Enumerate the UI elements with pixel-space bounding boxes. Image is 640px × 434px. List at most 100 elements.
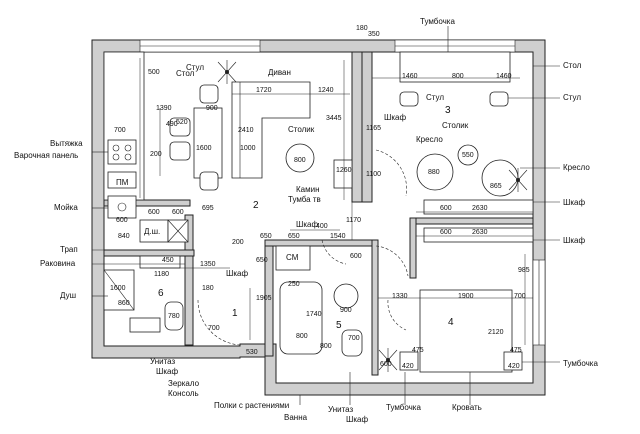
label: Кровать [452,403,482,412]
dim-text: 600 [440,205,452,212]
dim-text: 1600 [196,145,212,152]
dim-text: 1170 [346,217,361,224]
dim-text: 840 [118,233,130,240]
label: Диван [268,68,291,77]
dim-text: 695 [202,205,214,212]
wall-divider-2 [361,51,373,203]
label: Шкаф [226,269,248,278]
label: Зеркало [168,379,200,388]
wall-bed-2 [409,217,534,225]
dim-text: 1100 [366,171,381,178]
chair [489,91,509,107]
label: Камин [296,185,320,194]
dim-text: 350 [368,31,380,38]
nightstand [503,351,523,371]
dim-text: 420 [402,363,414,370]
nightstand [399,351,419,371]
dim-text: 180 [202,285,214,292]
dim-text: 2120 [488,329,504,336]
wall-kitchen [103,199,191,207]
label: Консоль [168,389,199,398]
dim-text: 1720 [256,87,272,94]
fireplace [333,159,353,189]
dim-text: 800 [320,343,332,350]
armchair [481,159,519,197]
label: Унитаз [150,357,176,366]
label: Тумбочка [386,403,421,412]
chair [169,141,191,161]
plant-icon [508,168,528,192]
dim-text: 2410 [238,127,254,134]
label: СМ [286,253,299,262]
label: Столик [442,121,469,130]
dim-text: 800 [296,333,308,340]
dim-text: 2630 [472,229,488,236]
label: Кресло [416,135,443,144]
wall-bed-1 [371,239,379,376]
label: Ванна [284,413,308,422]
dim-text: 600 [148,209,160,216]
dim-text: 2630 [472,205,488,212]
cooktop [107,139,137,165]
chair [199,171,219,191]
dim-text: 1350 [200,261,216,268]
dim-text: 550 [462,152,474,159]
dim-text: 700 [208,325,220,332]
room-number: 4 [448,317,454,328]
label: Стул [426,93,444,102]
label: Варочная панель [14,151,78,160]
desk [399,51,511,83]
toilet [164,301,184,331]
wall-bath-1 [184,214,194,346]
dim-text: 490 [166,121,178,128]
dim-text: 700 [348,335,360,342]
room-number: 5 [336,320,342,331]
label: Шкаф [384,113,406,122]
sofa [231,81,311,179]
plant-icon [217,60,237,84]
dim-text: 475 [412,347,424,354]
label: Стул [563,93,581,102]
dim-text: 180 [356,25,368,32]
label: Раковина [40,259,76,268]
label: Шкаф [563,198,585,207]
wall-bath-4 [264,245,274,357]
dim-text: 1460 [402,73,418,80]
label: Кресло [563,163,590,172]
label: Тумбочка [563,359,598,368]
dim-text: 3445 [326,115,342,122]
dim-text: 1390 [156,105,172,112]
dim-text: 1905 [256,295,272,302]
dim-text: 400 [316,223,328,230]
dim-text: 1600 [110,285,126,292]
dining-table [193,107,223,179]
dim-text: 860 [118,300,130,307]
label: Душ [60,291,76,300]
dim-text: 450 [162,257,174,264]
dim-text: 880 [428,169,440,176]
dim-text: 1180 [154,271,169,278]
room-number: 1 [232,308,238,319]
dim-text: 1330 [392,293,408,300]
wall-bath-2 [103,249,195,257]
bath-sink [139,255,181,269]
dim-text: 650 [256,257,268,264]
bathtub [279,281,323,355]
label: Шкаф [156,367,178,376]
label: Стол [563,61,582,70]
dim-text: 200 [150,151,162,158]
label: Шкаф [346,415,368,424]
washing-machine [275,245,311,271]
wall-bath-3 [264,239,376,247]
dim-text: 1240 [318,87,334,94]
wall-bed-3 [409,217,417,279]
outer-wall [91,39,546,396]
bed [419,289,513,373]
label: Мойка [54,203,78,212]
dim-text: 780 [168,313,180,320]
dim-text: 530 [246,349,258,356]
dim-text: 420 [508,363,520,370]
dim-text: 500 [148,69,160,76]
chair [199,84,219,104]
